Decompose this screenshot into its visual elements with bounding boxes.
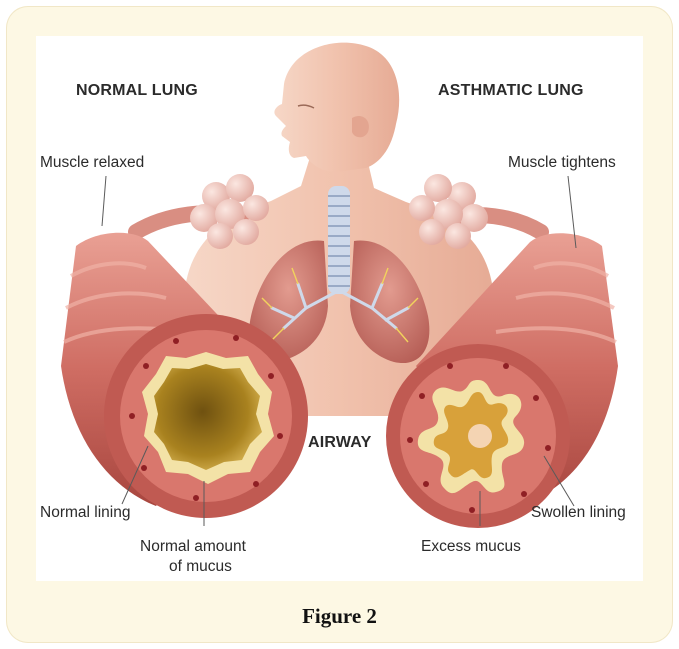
muscle-tightens-label: Muscle tightens <box>508 154 616 172</box>
lung-illustration <box>36 36 643 581</box>
alveoli-right <box>409 174 541 249</box>
airway-label: AIRWAY <box>308 434 371 452</box>
excess-mucus-label: Excess mucus <box>421 538 521 556</box>
asthmatic-lung-title: ASTHMATIC LUNG <box>438 82 584 100</box>
normal-mucus-label-line2: of mucus <box>169 558 232 576</box>
normal-lung-title: NORMAL LUNG <box>76 82 198 100</box>
normal-mucus-label-line1: Normal amount <box>140 538 246 556</box>
normal-lining-label: Normal lining <box>40 504 130 522</box>
figure-caption: Figure 2 <box>0 604 679 629</box>
swollen-lining-label: Swollen lining <box>531 504 626 522</box>
illustration-panel: NORMAL LUNG ASTHMATIC LUNG Muscle relaxe… <box>36 36 643 581</box>
alveoli-left <box>136 174 269 249</box>
muscle-relaxed-label: Muscle relaxed <box>40 154 144 172</box>
trachea <box>328 186 350 294</box>
